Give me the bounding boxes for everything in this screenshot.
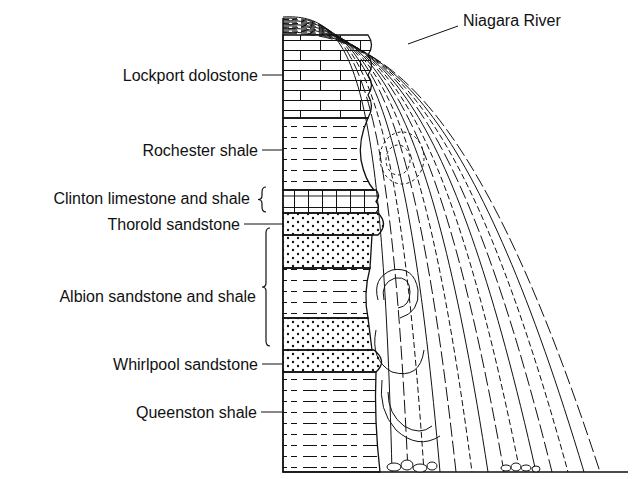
bracket-gap	[270, 287, 283, 288]
stratum-label: Rochester shale	[142, 141, 258, 160]
section-frame	[283, 18, 628, 472]
boulders	[387, 460, 540, 472]
stratum-label: Lockport dolostone	[123, 66, 258, 85]
leader-line	[262, 75, 283, 76]
stratum-label: Niagara River	[463, 11, 561, 30]
water-streak	[283, 34, 600, 472]
water-streak	[283, 22, 456, 472]
stratum-label: Clinton limestone and shale	[53, 189, 250, 208]
water-streak	[283, 23, 472, 472]
bracket-gap	[266, 199, 283, 200]
leader-line	[408, 26, 458, 44]
stratum-label: Albion sandstone and shale	[59, 287, 256, 306]
waterfall	[283, 17, 600, 472]
water-streak	[283, 21, 440, 472]
water-streak	[283, 26, 504, 472]
plunge-swirls	[375, 132, 440, 442]
water-streak	[283, 30, 552, 472]
water-streak	[283, 19, 424, 472]
water-streak	[283, 17, 392, 472]
water-streak	[283, 25, 488, 472]
leader-line	[262, 364, 283, 365]
stratum-label: Queenston shale	[136, 403, 257, 422]
leader-line	[244, 224, 283, 225]
water-streak	[283, 27, 520, 472]
stratum-label: Thorold sandstone	[107, 215, 240, 234]
bracket	[262, 228, 270, 346]
stratum-label: Whirlpool sandstone	[113, 355, 258, 374]
leader-line	[262, 150, 283, 151]
bracket	[258, 187, 266, 212]
rock-strata	[283, 35, 384, 472]
water-streak	[283, 28, 536, 472]
leader-line	[261, 412, 283, 413]
water-streak	[283, 31, 568, 472]
water-streak	[283, 32, 584, 472]
